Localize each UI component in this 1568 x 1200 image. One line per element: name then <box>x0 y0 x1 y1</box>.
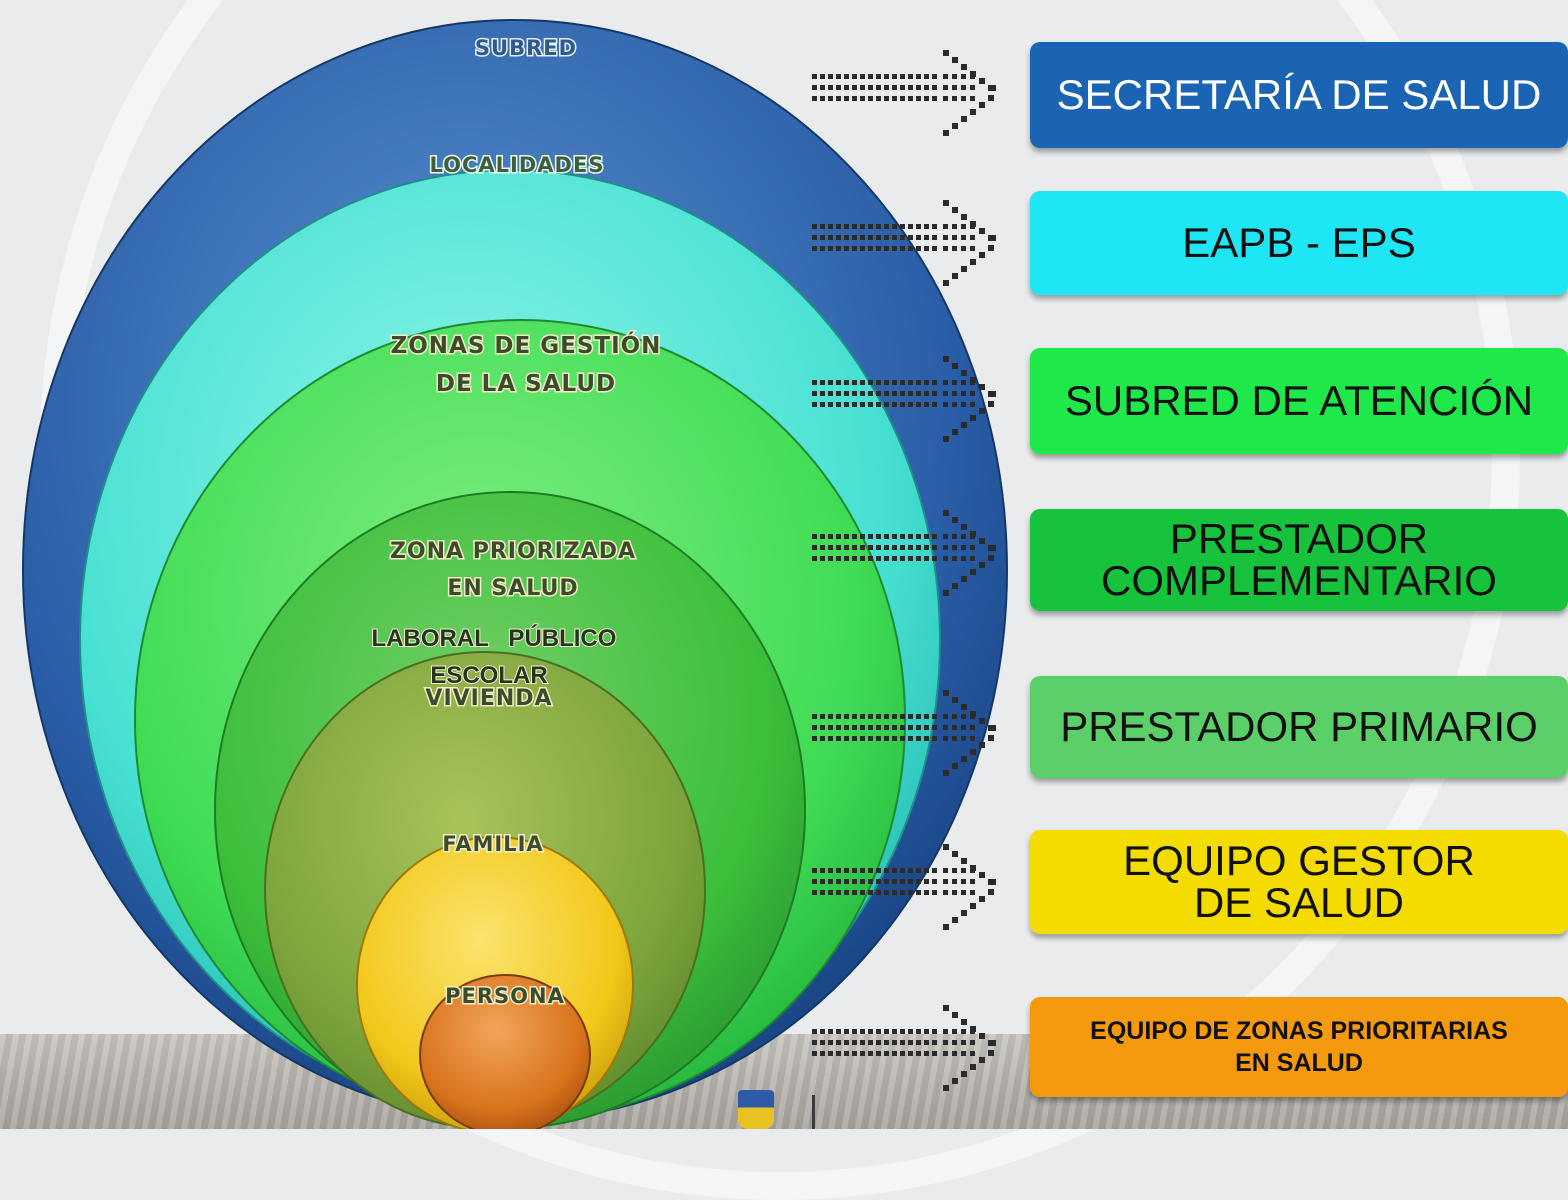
ring-label-zonas-line2: DE LA SALUD <box>436 371 616 397</box>
actor-box-secretaria: SECRETARÍA DE SALUD <box>1030 42 1568 148</box>
logo-divider <box>812 1095 815 1129</box>
ring-label-zonas-line1: ZONAS DE GESTIÓN <box>391 331 662 359</box>
inner-label-escolar: ESCOLAR <box>430 662 547 689</box>
actor-label-eapb: EAPB - EPS <box>1182 219 1416 266</box>
actor-box-equipo-gestor: EQUIPO GESTOR DE SALUD <box>1030 830 1568 934</box>
actor-label-secretaria: SECRETARÍA DE SALUD <box>1056 71 1542 118</box>
inner-label-laboral-publico: LABORAL PÚBLICO <box>372 624 617 652</box>
actor-label-equipo-zonas: EQUIPO DE ZONAS PRIORITARIAS EN SALUD <box>1090 1017 1508 1077</box>
concentric-diagram: SUBRED LOCALIDADES ZONAS DE GESTIÓN DE L… <box>22 19 1008 1129</box>
actor-box-eapb: EAPB - EPS <box>1030 191 1568 295</box>
ring-label-localidades: LOCALIDADES <box>430 153 605 177</box>
arrow-primario <box>812 690 996 776</box>
ring-label-zona-priorizada-line1: ZONA PRIORIZADA <box>390 539 636 564</box>
ring-label-vivienda: VIVIENDA <box>425 686 552 711</box>
ring-label-zona-priorizada-line2: EN SALUD <box>447 576 578 601</box>
actor-box-subred-atencion: SUBRED DE ATENCIÓN <box>1030 348 1568 454</box>
actor-label-subred-atencion: SUBRED DE ATENCIÓN <box>1064 377 1534 424</box>
arrow-equipo-zonas <box>812 1005 996 1091</box>
arrow-subred-atencion <box>812 356 996 442</box>
arrow-equipo-gestor <box>812 844 996 930</box>
actor-box-complementario: PRESTADOR COMPLEMENTARIO <box>1030 509 1568 611</box>
actor-label-primario: PRESTADOR PRIMARIO <box>1060 703 1538 750</box>
arrow-complementario <box>812 510 996 596</box>
ring-label-familia: FAMILIA <box>442 832 543 856</box>
actor-box-primario: PRESTADOR PRIMARIO <box>1030 676 1568 778</box>
ring-persona <box>419 974 591 1129</box>
actor-label-complementario: PRESTADOR COMPLEMENTARIO <box>1101 515 1497 604</box>
arrow-secretaria <box>812 50 996 136</box>
crest-logo <box>738 1090 774 1129</box>
ring-label-subred: SUBRED <box>475 36 577 60</box>
actor-label-equipo-gestor: EQUIPO GESTOR DE SALUD <box>1123 837 1475 926</box>
actor-box-equipo-zonas: EQUIPO DE ZONAS PRIORITARIAS EN SALUD <box>1030 997 1568 1097</box>
arrow-eapb <box>812 200 996 286</box>
ring-label-persona: PERSONA <box>445 984 565 1008</box>
